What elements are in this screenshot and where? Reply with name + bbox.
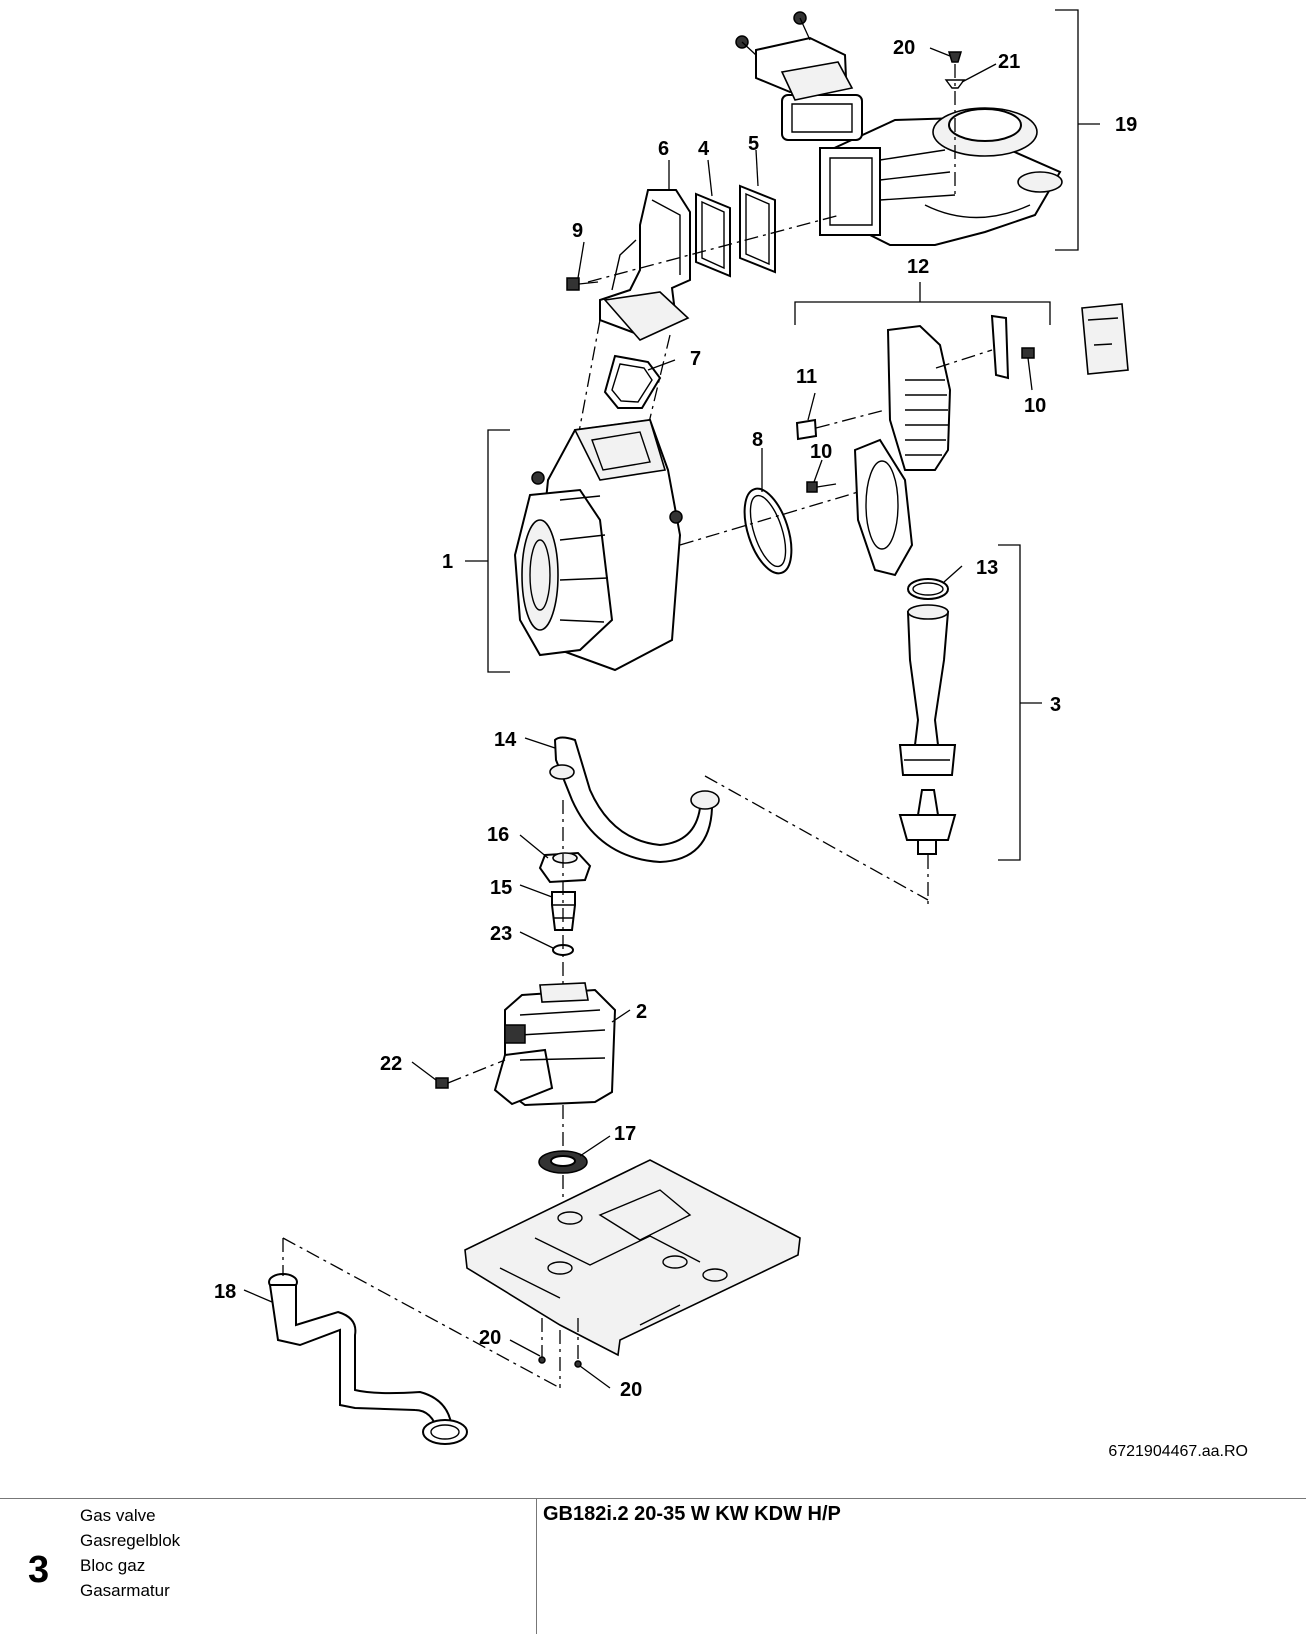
axis-duct-to-airbox bbox=[587, 214, 841, 283]
caption-french: Bloc gaz bbox=[80, 1556, 146, 1575]
callout-19: 19 bbox=[1115, 114, 1137, 136]
part-16-nut bbox=[538, 851, 592, 884]
drawing-reference-number: 6721904467.aa.RO bbox=[1108, 1443, 1248, 1460]
axis-siphon-to-plate bbox=[282, 1237, 561, 1389]
callout-20-top: 20 bbox=[893, 37, 915, 59]
callout-numbers: 1 2 3 4 5 6 7 8 9 10 10 11 12 13 14 15 1… bbox=[214, 37, 1137, 1401]
part-3-venturi-tube bbox=[898, 604, 957, 855]
callout-18: 18 bbox=[214, 1281, 236, 1303]
part-12-venturi-housing bbox=[853, 314, 1035, 577]
callout-23: 23 bbox=[490, 923, 512, 945]
bottom-plate bbox=[464, 1159, 801, 1357]
callout-20-bottom-left: 20 bbox=[479, 1327, 501, 1349]
callout-13: 13 bbox=[976, 557, 998, 579]
bracket-12 bbox=[794, 282, 1051, 325]
part-14-gas-pipe bbox=[549, 736, 720, 864]
part-5-gasket-frame bbox=[739, 184, 776, 274]
callout-15: 15 bbox=[490, 877, 512, 899]
exploded-parts-diagram: 1 2 3 4 5 6 7 8 9 10 10 11 12 13 14 15 1… bbox=[214, 9, 1137, 1445]
callout-10-right: 10 bbox=[1024, 395, 1046, 417]
part-11-sleeve bbox=[795, 409, 886, 441]
part-2-gas-valve bbox=[493, 982, 617, 1107]
part-13-o-ring bbox=[907, 578, 949, 600]
callout-11: 11 bbox=[796, 366, 817, 388]
callout-6: 6 bbox=[658, 138, 669, 160]
callout-17: 17 bbox=[614, 1123, 636, 1145]
part-10-screw-lower bbox=[806, 481, 837, 493]
part-19-cover-plate bbox=[735, 11, 854, 101]
part-1-fan bbox=[513, 418, 683, 672]
callout-7: 7 bbox=[690, 348, 701, 370]
callout-8: 8 bbox=[752, 429, 763, 451]
part-20-screws-bottom bbox=[538, 1318, 582, 1368]
part-7-gasket bbox=[603, 354, 662, 409]
part-8-o-ring bbox=[743, 487, 793, 575]
leader-lines bbox=[243, 47, 1033, 1389]
bracket-1 bbox=[465, 429, 510, 673]
callout-4: 4 bbox=[698, 138, 710, 160]
caption-english: Gas valve bbox=[80, 1506, 156, 1525]
bracket-3 bbox=[998, 544, 1042, 861]
callout-9: 9 bbox=[572, 220, 583, 242]
part-12-accessory-block bbox=[1081, 303, 1129, 375]
callout-16: 16 bbox=[487, 824, 509, 846]
section-number: 3 bbox=[28, 1549, 50, 1591]
part-6-air-duct-elbow bbox=[599, 189, 691, 341]
part-22-plug bbox=[435, 1059, 506, 1089]
part-20-21-screw-washer-top bbox=[944, 51, 966, 195]
caption-dutch: Gasregelblok bbox=[80, 1531, 181, 1550]
part-4-gasket bbox=[695, 192, 731, 278]
part-18-siphon bbox=[268, 1273, 468, 1445]
caption-german: Gasarmatur bbox=[80, 1581, 170, 1600]
callout-22: 22 bbox=[380, 1053, 402, 1075]
axis-pipe-to-injector bbox=[704, 775, 929, 901]
callout-5: 5 bbox=[748, 133, 759, 155]
callout-12: 12 bbox=[907, 256, 929, 278]
part-17-gasket bbox=[538, 1150, 588, 1174]
callout-10-lower: 10 bbox=[810, 441, 832, 463]
bracket-19 bbox=[1055, 9, 1100, 251]
callout-20-bottom-right: 20 bbox=[620, 1379, 642, 1401]
callout-14: 14 bbox=[494, 729, 517, 751]
footer-divider bbox=[536, 1499, 537, 1634]
callout-2: 2 bbox=[636, 1001, 647, 1023]
callout-3: 3 bbox=[1050, 694, 1061, 716]
axis-fan-to-venturi bbox=[679, 486, 876, 546]
callout-21: 21 bbox=[998, 51, 1020, 73]
model-title: GB182i.2 20-35 W KW KDW H/P bbox=[543, 1503, 841, 1525]
callout-1: 1 bbox=[442, 551, 453, 573]
axis-duct-to-fan-right bbox=[639, 334, 671, 461]
footer-caption-block: 3 Gas valve Gasregelblok Bloc gaz Gasarm… bbox=[0, 1498, 1306, 1634]
part-9-screw bbox=[566, 277, 599, 291]
caption-lines: Gas valve Gasregelblok Bloc gaz Gasarmat… bbox=[80, 1503, 180, 1603]
part-19-air-box bbox=[781, 94, 1063, 246]
